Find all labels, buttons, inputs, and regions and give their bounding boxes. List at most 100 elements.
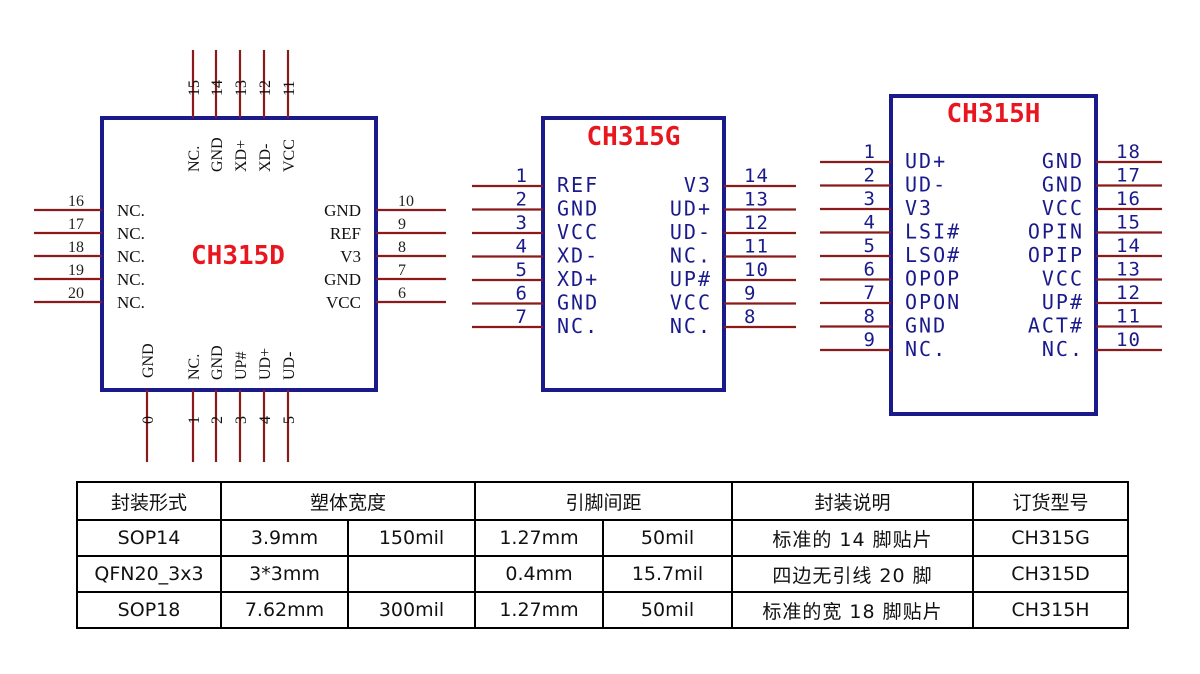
cell-pin-pitch-mil: 15.7mil [602,555,734,593]
pin-number: 10 [398,193,414,210]
pin-name: V3 [340,247,361,266]
chip-ch315d: CH315D15NC.14GND13XD+12XD-11VCC0GND1NC.2… [34,50,446,462]
pin-name: UD+ [257,348,274,380]
cell-body-width-mm: 3.9mm [220,519,349,557]
pin-name: NC. [117,247,145,266]
header-package-type: 封装形式 [76,481,222,521]
pin-number: 11 [1116,306,1141,328]
pin-number: 12 [744,212,769,234]
pin-name: GND [557,291,599,315]
pin-name: XD+ [557,267,599,291]
pin-name: LSI# [905,220,961,244]
pin-name: UD+ [905,149,947,173]
pin-number: 0 [140,416,157,424]
chip-title: CH315D [191,241,285,271]
header-order-model: 订货型号 [972,481,1130,521]
pin-name: GND [905,314,947,338]
pin-number: 14 [209,80,226,96]
pin-name: XD- [257,144,274,172]
chip-title: CH315H [947,99,1041,129]
pin-number: 1 [864,141,875,163]
pin-number: 10 [744,259,769,281]
pin-name: XD- [557,244,599,268]
pin-name: GND [1042,173,1084,197]
cell-package-type: SOP14 [76,519,222,557]
pin-number: 1 [516,165,527,187]
pin-name: VCC [281,139,298,172]
pin-name: UD+ [670,197,712,221]
pin-name: NC. [117,270,145,289]
pin-number: 5 [281,416,298,424]
pin-number: 1 [186,416,203,424]
pin-name: V3 [684,173,712,197]
pin-name: GND [209,137,226,172]
pin-name: OPIP [1028,243,1084,267]
cell-pin-pitch-mil: 50mil [602,591,734,629]
pin-number: 15 [1116,212,1141,234]
pin-name: UD- [670,220,712,244]
cell-order-model: CH315G [972,519,1130,557]
pin-name: NC. [117,293,145,312]
pin-name: VCC [326,293,361,312]
pin-number: 4 [257,416,274,424]
pin-name: OPON [905,290,961,314]
pin-name: UP# [670,267,712,291]
pin-number: 7 [398,262,406,279]
table-header-row: 封装形式 塑体宽度 引脚间距 封装说明 订货型号 [76,481,1130,521]
header-package-desc: 封装说明 [731,481,975,521]
pin-number: 14 [1116,235,1141,257]
cell-body-width-mil [346,555,477,593]
cell-pin-pitch-mm: 1.27mm [474,591,605,629]
cell-package-desc: 四边无引线 20 脚 [731,555,975,593]
pin-name: GND [140,343,157,378]
pin-name: NC. [117,224,145,243]
pin-number: 6 [516,283,527,305]
pin-number: 13 [744,189,769,211]
pin-name: NC. [557,314,599,338]
pin-number: 12 [1116,282,1141,304]
pin-name: UP# [233,352,250,380]
pin-name: UP# [1042,290,1084,314]
chip-title: CH315G [587,122,681,152]
cell-package-type: SOP18 [76,591,222,629]
pin-number: 17 [1116,165,1141,187]
pin-number: 2 [864,165,875,187]
pin-number: 15 [186,80,203,96]
pin-number: 3 [864,188,875,210]
pin-number: 8 [398,239,406,256]
pin-name: NC. [905,337,947,361]
pin-name: REF [330,224,361,243]
pin-number: 10 [1116,329,1141,351]
pin-number: 18 [1116,141,1141,163]
pin-name: NC. [670,244,712,268]
pin-number: 13 [233,80,250,96]
chip-body [541,116,726,392]
pin-name: VCC [1042,267,1084,291]
pin-name: XD+ [233,140,250,172]
pin-number: 13 [1116,259,1141,281]
pin-number: 11 [281,81,298,96]
cell-package-desc: 标准的 14 脚贴片 [731,519,975,557]
pin-name: GND [324,201,361,220]
pin-name: V3 [905,196,933,220]
pin-name: UD- [281,352,298,380]
cell-body-width-mil: 300mil [346,591,477,629]
pin-name: GND [557,197,599,221]
pin-number: 3 [516,212,527,234]
pin-number: 14 [744,165,769,187]
pin-name: GND [1042,149,1084,173]
pin-name: VCC [670,291,712,315]
pin-number: 5 [864,235,875,257]
pin-name: VCC [1042,196,1084,220]
pin-number: 6 [864,259,875,281]
cell-pin-pitch-mm: 1.27mm [474,519,605,557]
cell-body-width-mm: 3*3mm [220,555,349,593]
pin-number: 9 [398,216,406,233]
cell-order-model: CH315H [972,591,1130,629]
pin-number: 8 [744,306,756,328]
header-body-width: 塑体宽度 [219,481,477,521]
